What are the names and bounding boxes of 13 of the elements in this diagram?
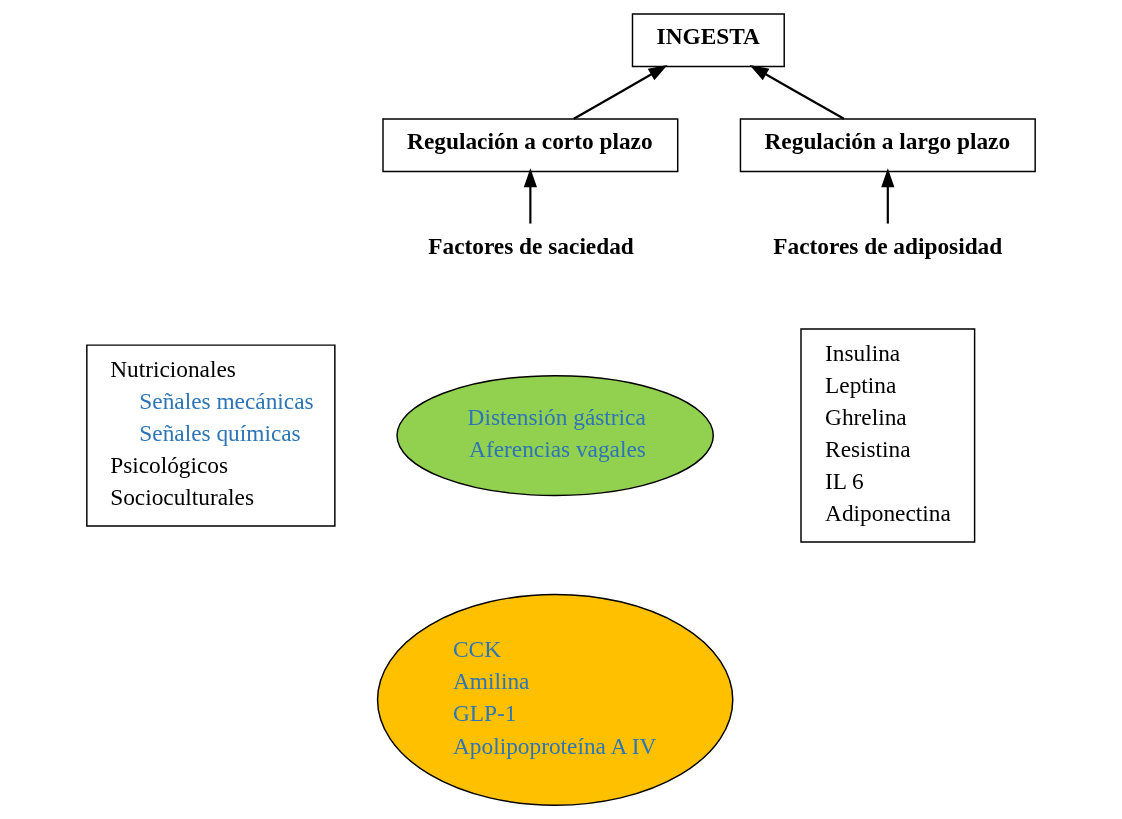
node-box: Regulación a largo plazo: [739, 118, 1036, 173]
node-ellipse: CCK Amilina GLP-1 Apolipoproteína A IV: [376, 593, 734, 806]
node-box: Regulación a corto plazo: [382, 118, 679, 173]
node-box: INGESTA: [631, 13, 785, 68]
arrow: [749, 65, 845, 120]
arrow: [881, 168, 895, 224]
node-ellipse: Distensión gástrica Aferencias vagales: [396, 375, 714, 497]
node-box: Nutricionales Señales mecánicas Señales químicas Psicológicos Socioculturales: [86, 344, 336, 527]
node-text: Factores de saciedad: [428, 233, 634, 260]
arrow: [573, 65, 668, 120]
node-box: Insulina Leptina Ghrelina Resistina IL 6 Adiponectina: [800, 328, 976, 543]
arrow: [523, 168, 537, 224]
node-text: Factores de adiposidad: [773, 233, 1003, 260]
